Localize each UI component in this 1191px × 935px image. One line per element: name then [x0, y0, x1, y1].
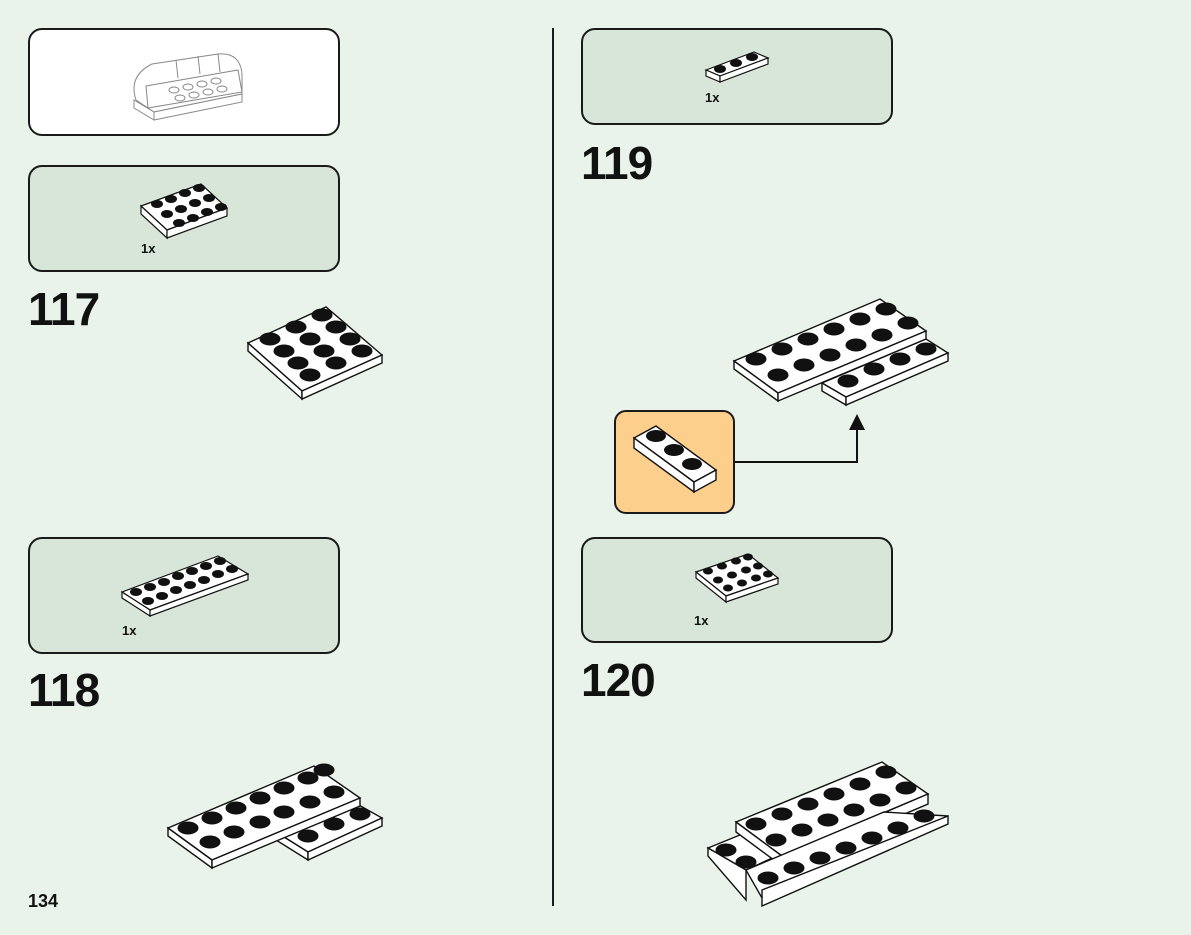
part-plate-2x6-icon — [120, 555, 250, 618]
part-quantity: 1x — [141, 241, 156, 256]
part-quantity: 1x — [705, 90, 720, 105]
step-number: 120 — [581, 654, 656, 706]
parts-callout-step-119 — [581, 28, 893, 125]
step-118-assembly — [166, 763, 384, 870]
sofa-model-preview — [133, 53, 243, 121]
step-119-assembly — [732, 298, 950, 407]
step-120-assembly — [706, 761, 949, 908]
part-plate-2x4-icon — [694, 553, 780, 604]
page-number: 134 — [28, 891, 59, 911]
column-divider — [552, 28, 554, 906]
step-number: 118 — [28, 664, 100, 716]
part-quantity: 1x — [122, 623, 137, 638]
part-quantity: 1x — [694, 613, 709, 628]
step-number: 117 — [28, 283, 100, 335]
attach-arrow-icon — [735, 414, 865, 463]
part-plate-2x4-icon — [139, 183, 229, 240]
part-plate-1x3-icon — [704, 51, 770, 83]
step-number: 119 — [581, 137, 653, 189]
step-117-assembly — [246, 306, 384, 401]
submodel-plate-1x3-icon — [632, 425, 718, 494]
